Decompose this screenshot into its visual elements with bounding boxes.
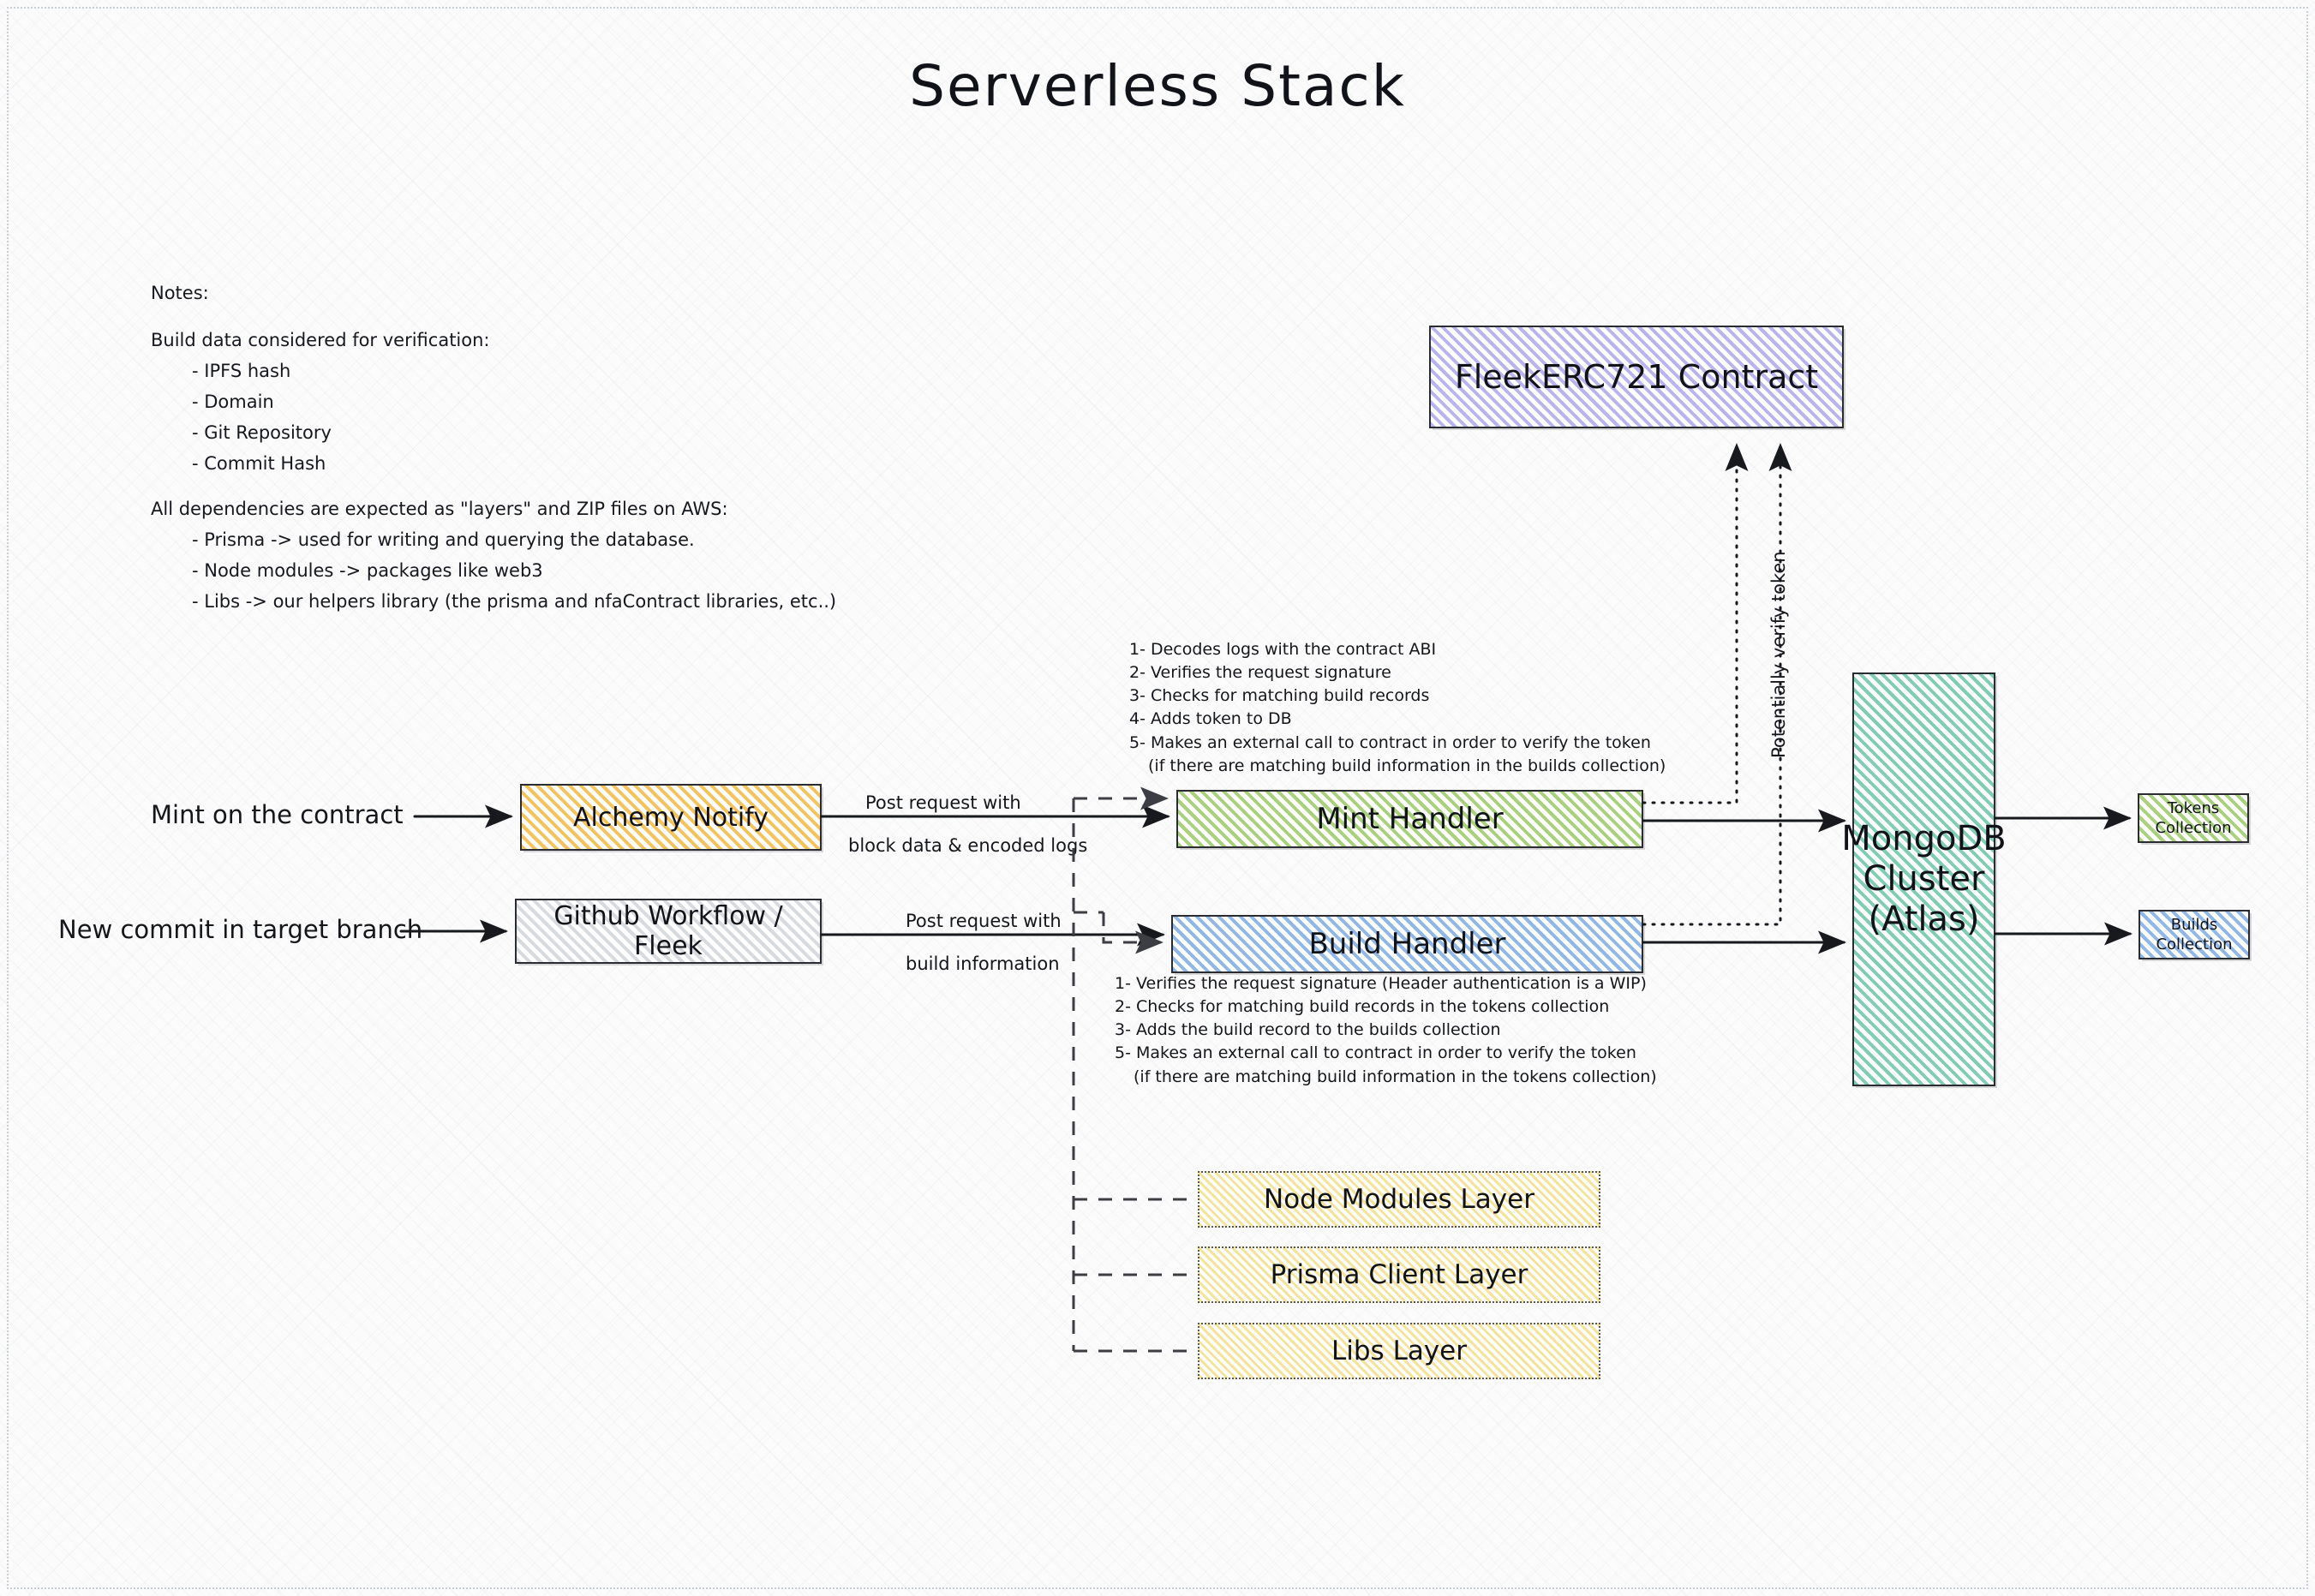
notes-section-dependencies: All dependencies are expected as "layers…	[151, 500, 836, 611]
notes-list: - Prisma -> used for writing and queryin…	[151, 531, 836, 611]
edge-label-mint-post-request: Post request with	[865, 792, 1021, 813]
list-item: - Commit Hash	[192, 453, 326, 474]
step-item: 4- Adds token to DB	[1129, 709, 1292, 729]
node-mint-handler[interactable]: Mint Handler	[1176, 790, 1643, 848]
node-libs-layer[interactable]: Libs Layer	[1198, 1323, 1600, 1379]
node-github-workflow-fleek[interactable]: Github Workflow / Fleek	[515, 899, 822, 964]
step-item: 5- Makes an external call to contract in…	[1115, 1043, 1636, 1063]
mongodb-line: MongoDB	[1841, 818, 2007, 858]
step-item-continuation: (if there are matching build information…	[1148, 756, 1666, 775]
step-item: 3- Adds the build record to the builds c…	[1115, 1020, 1501, 1040]
node-builds-collection[interactable]: Builds Collection	[2139, 910, 2250, 959]
list-item: - Libs -> our helpers library (the prism…	[192, 591, 837, 612]
step-item: 3- Checks for matching build records	[1129, 686, 1430, 706]
node-mongodb-cluster[interactable]: MongoDB Cluster (Atlas)	[1841, 672, 2007, 1086]
notes-section-title: All dependencies are expected as "layers…	[151, 499, 728, 519]
edge-label-build-post-request: Post request with	[906, 911, 1062, 931]
edge-label-mint-post-payload: block data & encoded logs	[848, 835, 1088, 856]
list-item: - Git Repository	[192, 422, 332, 443]
list-item: - Domain	[192, 392, 274, 412]
list-item: - IPFS hash	[192, 361, 291, 381]
page-title: Serverless Stack	[909, 53, 1406, 119]
step-item: 2- Verifies the request signature	[1129, 663, 1391, 683]
notes-heading: Notes:	[151, 283, 209, 303]
mongodb-line: (Atlas)	[1868, 900, 1980, 940]
notes-list: - IPFS hash - Domain - Git Repository - …	[151, 362, 836, 473]
step-item: 2- Checks for matching build records in …	[1115, 997, 1610, 1017]
mint-handler-steps: 1- Decodes logs with the contract ABI 2-…	[1129, 638, 1666, 778]
step-item: 1- Verifies the request signature (Heade…	[1115, 974, 1647, 993]
tokens-collection-line: Tokens	[2167, 798, 2220, 817]
step-item-continuation: (if there are matching build information…	[1134, 1067, 1657, 1086]
build-handler-steps: 1- Verifies the request signature (Heade…	[1115, 972, 1657, 1089]
mongodb-line: Cluster	[1863, 858, 1985, 899]
edge-label-build-post-payload: build information	[906, 953, 1060, 974]
edge-label-mint-trigger: Mint on the contract	[151, 800, 404, 829]
step-item: 1- Decodes logs with the contract ABI	[1129, 640, 1437, 659]
notes-section-build-data: Build data considered for verification: …	[151, 332, 836, 473]
node-alchemy-notify[interactable]: Alchemy Notify	[520, 784, 822, 851]
builds-collection-line: Builds	[2170, 915, 2218, 934]
tokens-collection-line: Collection	[2155, 819, 2232, 837]
builds-collection-line: Collection	[2156, 935, 2233, 953]
list-item: - Node modules -> packages like web3	[192, 560, 543, 581]
step-item: 5- Makes an external call to contract in…	[1129, 732, 1651, 752]
notes-block: Notes: Build data considered for verific…	[151, 284, 836, 638]
node-tokens-collection[interactable]: Tokens Collection	[2138, 793, 2249, 843]
list-item: - Prisma -> used for writing and queryin…	[192, 529, 695, 550]
node-prisma-client-layer[interactable]: Prisma Client Layer	[1198, 1246, 1600, 1303]
node-fleekerc721-contract[interactable]: FleekERC721 Contract	[1429, 326, 1844, 428]
edge-label-commit-trigger: New commit in target branch	[58, 915, 423, 944]
node-build-handler[interactable]: Build Handler	[1171, 915, 1643, 973]
notes-section-title: Build data considered for verification:	[151, 330, 490, 350]
node-node-modules-layer[interactable]: Node Modules Layer	[1198, 1171, 1600, 1228]
edge-label-potentially-verify-token: Potentially verify token	[1768, 551, 1789, 758]
